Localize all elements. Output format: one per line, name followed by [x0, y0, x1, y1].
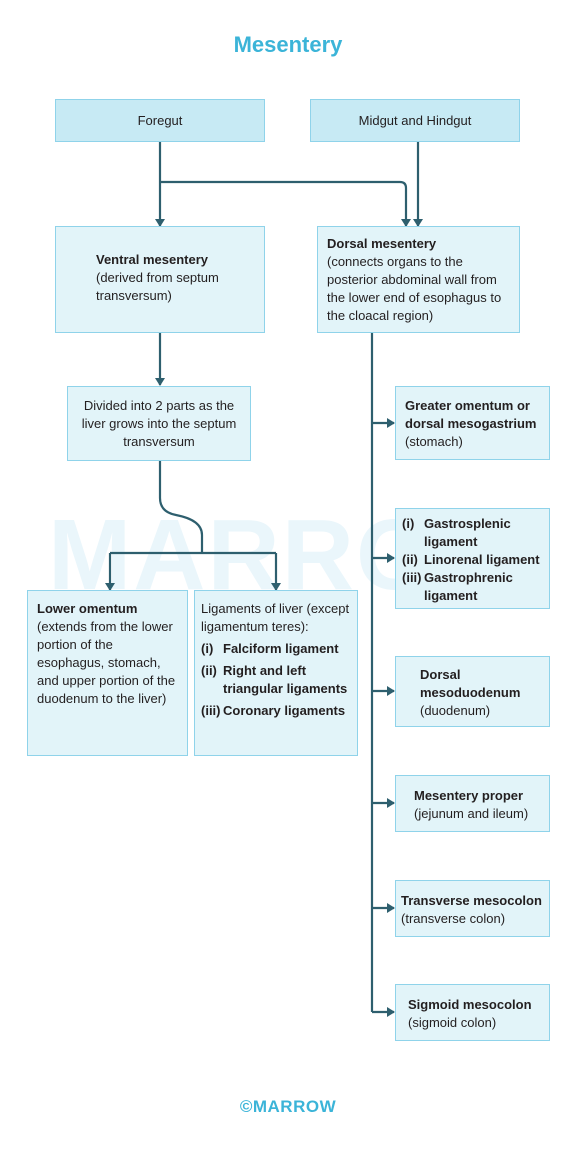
spleen-ligament-number: (iii)	[402, 570, 422, 585]
dorsal-mesentery-box: Dorsal mesentery (connects organs to the…	[317, 226, 520, 333]
liver-ligament-text: Falciform ligament	[223, 641, 339, 656]
sigmoid-mesocolon-desc: (sigmoid colon)	[408, 1015, 497, 1030]
transverse-mesocolon-box: Transverse mesocolon (transverse colon)	[395, 880, 550, 937]
foregut-label: Foregut	[137, 112, 183, 128]
diagram-title: Mesentery	[233, 32, 343, 57]
liver-ligament-number: (ii)	[201, 663, 217, 678]
foregut-box: Foregut	[55, 99, 265, 142]
ventral-mesentery-box: Ventral mesentery (derived from septum t…	[55, 226, 265, 333]
liver-ligament-text: Right and left triangular ligaments	[223, 663, 348, 696]
sigmoid-mesocolon-title: Sigmoid mesocolon	[408, 997, 532, 1012]
greater-omentum-box: Greater omentum or dorsal mesogastrium (…	[395, 386, 550, 460]
spleen-ligaments-box: (i) Gastrosplenic ligament (ii) Linorena…	[395, 508, 550, 609]
liver-ligament-item: (ii) Right and left triangular ligaments	[201, 662, 351, 698]
sigmoid-mesocolon-box: Sigmoid mesocolon (sigmoid colon)	[395, 984, 550, 1041]
transverse-mesocolon-desc: (transverse colon)	[401, 911, 506, 926]
greater-omentum-desc: (stomach)	[405, 434, 463, 449]
dorsal-mesoduodenum-box: Dorsal mesoduodenum (duodenum)	[395, 656, 550, 727]
lower-omentum-desc: (extends from the lower portion of the e…	[37, 619, 176, 706]
mesentery-proper-desc: (jejunum and ileum)	[414, 806, 529, 821]
liver-ligament-item: (iii) Coronary ligaments	[201, 702, 351, 720]
spleen-ligament-text: Gastrophrenic ligament	[424, 570, 513, 603]
greater-omentum-title: Greater omentum or dorsal mesogastrium	[405, 398, 537, 431]
arrow-divided-branch	[158, 461, 204, 553]
transverse-mesocolon-title: Transverse mesocolon	[401, 893, 542, 908]
dorsal-mesoduodenum-desc: (duodenum)	[420, 703, 491, 718]
ventral-mesentery-desc: (derived from septum transversum)	[96, 270, 219, 303]
spleen-ligament-item: (iii) Gastrophrenic ligament	[402, 569, 545, 605]
ligaments-liver-box: Ligaments of liver (except ligamentum te…	[194, 590, 358, 756]
spleen-ligament-text: Linorenal ligament	[424, 552, 540, 567]
midgut-hindgut-label: Midgut and Hindgut	[358, 112, 472, 128]
spleen-ligament-item: (ii) Linorenal ligament	[402, 551, 545, 569]
dorsal-mesoduodenum-title: Dorsal mesoduodenum	[420, 667, 521, 700]
spleen-ligament-item: (i) Gastrosplenic ligament	[402, 515, 545, 551]
dorsal-mesentery-title: Dorsal mesentery	[327, 236, 437, 251]
dorsal-mesentery-desc: (connects organs to the posterior abdomi…	[327, 254, 502, 323]
mesentery-proper-box: Mesentery proper (jejunum and ileum)	[395, 775, 550, 832]
liver-ligament-text: Coronary ligaments	[223, 703, 346, 718]
spleen-ligament-number: (ii)	[402, 552, 418, 567]
midgut-hindgut-box: Midgut and Hindgut	[310, 99, 520, 142]
copyright-logo: ©MARROW	[239, 1097, 337, 1116]
liver-ligament-number: (i)	[201, 641, 214, 656]
ligaments-liver-intro: Ligaments of liver (except ligamentum te…	[201, 601, 350, 634]
spleen-ligament-text: Gastrosplenic ligament	[424, 516, 511, 549]
divided-box: Divided into 2 parts as the liver grows …	[67, 386, 251, 461]
spleen-ligament-number: (i)	[402, 516, 415, 531]
ventral-mesentery-title: Ventral mesentery	[96, 252, 209, 267]
liver-ligament-item: (i) Falciform ligament	[201, 640, 351, 658]
mesentery-proper-title: Mesentery proper	[414, 788, 524, 803]
arrow-foregut-dorsal	[160, 180, 411, 227]
divided-text: Divided into 2 parts as the liver grows …	[81, 397, 237, 449]
lower-omentum-title: Lower omentum	[37, 601, 138, 616]
liver-ligament-number: (iii)	[201, 703, 221, 718]
lower-omentum-box: Lower omentum (extends from the lower po…	[27, 590, 188, 756]
